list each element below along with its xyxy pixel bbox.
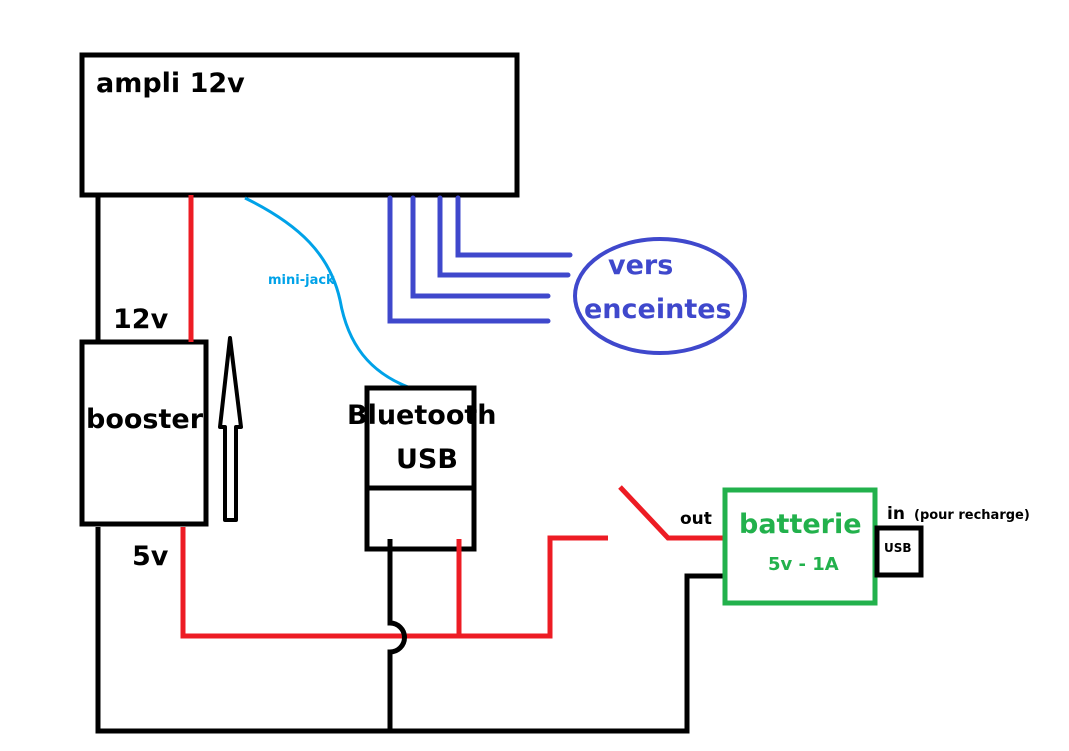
bluetooth-label-line2: USB xyxy=(396,444,458,475)
wire-red-5v-bus xyxy=(180,527,608,639)
speaker-wire xyxy=(437,195,571,278)
battery-label: batterie xyxy=(739,509,862,540)
battery-box xyxy=(722,487,878,606)
battery-out-label: out xyxy=(680,509,712,529)
booster-label: booster xyxy=(86,404,204,435)
amplifier-box xyxy=(79,52,520,198)
battery-rating: 5v - 1A xyxy=(768,554,839,575)
speaker-wire xyxy=(455,195,573,258)
usb-port-label: USB xyxy=(884,541,912,555)
speaker-wires xyxy=(387,195,573,324)
bluetooth-box xyxy=(364,385,477,552)
booster-output-label: 12v xyxy=(113,304,169,335)
speakers-label-line2: enceintes xyxy=(584,294,732,325)
battery-recharge-note: (pour recharge) xyxy=(914,508,1030,523)
speaker-wire xyxy=(410,195,551,299)
mini-jack-cable xyxy=(244,196,409,389)
bluetooth-label-line1: Bluetooth xyxy=(347,400,497,431)
mini-jack-label: mini-jack xyxy=(268,273,335,288)
arrow-up-icon xyxy=(218,336,243,522)
battery-in-label: in xyxy=(887,504,905,524)
switch-lever xyxy=(618,485,725,541)
booster-box xyxy=(79,339,209,527)
usb-charge-port xyxy=(874,525,924,578)
speaker-wire xyxy=(387,195,551,324)
wire-black-ground-bus xyxy=(95,527,725,734)
amplifier-label: ampli 12v xyxy=(96,68,245,99)
wire-black-bluetooth-ground xyxy=(387,539,407,731)
booster-input-label: 5v xyxy=(132,541,169,572)
speakers-ellipse xyxy=(573,237,747,355)
speakers-label-line1: vers xyxy=(608,250,673,281)
